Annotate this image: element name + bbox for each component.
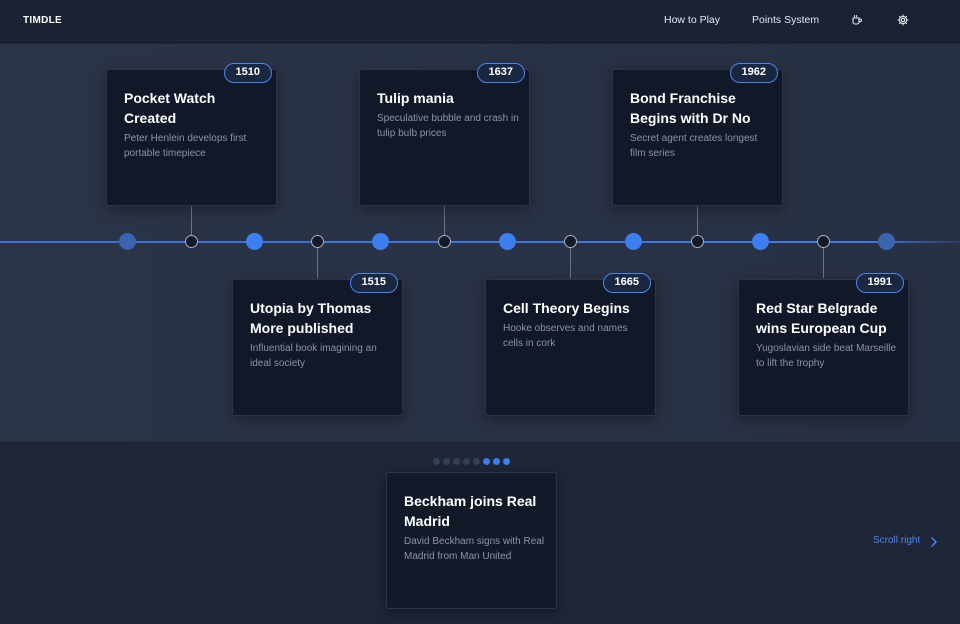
event-card[interactable]: 1510 Pocket Watch Created Peter Henlein …	[106, 63, 277, 206]
scroll-right-button[interactable]: Scroll right	[873, 535, 921, 546]
card-title: Red Star Belgrade wins European Cup	[756, 300, 887, 336]
timeline-marker	[311, 235, 324, 248]
card-connector	[570, 243, 571, 278]
top-bar: TIMDLE How to Play Points System	[0, 0, 960, 43]
drop-slot[interactable]	[372, 233, 389, 250]
year-badge: 1515	[349, 273, 398, 293]
card-description: Peter Henlein develops first portable ti…	[124, 133, 247, 159]
card-title: Pocket Watch Created	[124, 90, 216, 126]
timeline-marker	[564, 235, 577, 248]
card-connector	[191, 205, 192, 241]
drop-slot[interactable]	[499, 233, 516, 250]
pager-dot-active[interactable]	[483, 458, 490, 465]
pager-dot[interactable]	[443, 458, 450, 465]
year-badge: 1991	[855, 273, 904, 293]
card-description: Yugoslavian side beat Marseille to lift …	[756, 343, 897, 369]
card-title: Utopia by Thomas More published	[250, 300, 372, 336]
card-connector	[317, 243, 318, 278]
card-connector	[823, 243, 824, 278]
card-description: Secret agent creates longest film series	[630, 133, 758, 159]
drop-slot[interactable]	[119, 233, 136, 250]
event-card[interactable]: 1515 Utopia by Thomas More published Inf…	[232, 273, 403, 416]
chevron-right-icon[interactable]	[930, 535, 938, 547]
year-badge: 1637	[476, 63, 525, 83]
how-to-play-link[interactable]: How to Play	[664, 14, 721, 26]
event-card[interactable]: 1665 Cell Theory Begins Hooke observes a…	[485, 273, 656, 416]
coffee-icon[interactable]	[851, 14, 863, 26]
pager-dot-active[interactable]	[503, 458, 510, 465]
timeline-marker	[438, 235, 451, 248]
year-badge: 1962	[729, 63, 778, 83]
pager-dot[interactable]	[463, 458, 470, 465]
year-badge: 1510	[223, 63, 272, 83]
timeline-marker	[817, 235, 830, 248]
event-card[interactable]: 1991 Red Star Belgrade wins European Cup…	[738, 273, 909, 416]
pager-dot[interactable]	[453, 458, 460, 465]
drop-slot[interactable]	[625, 233, 642, 250]
points-system-link[interactable]: Points System	[752, 14, 820, 26]
drop-slot[interactable]	[752, 233, 769, 250]
drop-slot[interactable]	[246, 233, 263, 250]
event-card[interactable]: 1962 Bond Franchise Begins with Dr No Se…	[612, 63, 783, 206]
settings-icon[interactable]	[897, 14, 909, 26]
card-description: Speculative bubble and crash in tulip bu…	[377, 113, 519, 139]
timeline-marker	[691, 235, 704, 248]
card-connector	[697, 205, 698, 241]
card-title: Beckham joins Real Madrid	[404, 493, 537, 529]
event-card[interactable]: 1637 Tulip mania Speculative bubble and …	[359, 63, 530, 206]
timeline-marker	[185, 235, 198, 248]
card-description: Hooke observes and names cells in cork	[503, 323, 628, 349]
pager-dot[interactable]	[433, 458, 440, 465]
card-title: Tulip mania	[377, 90, 454, 106]
pager-dot[interactable]	[473, 458, 480, 465]
card-description: David Beckham signs with Real Madrid fro…	[404, 536, 545, 562]
current-event-card[interactable]: Beckham joins Real Madrid David Beckham …	[386, 472, 557, 609]
year-badge: 1665	[602, 273, 651, 293]
drop-slot[interactable]	[878, 233, 895, 250]
card-description: Influential book imagining an ideal soci…	[250, 343, 377, 369]
card-title: Bond Franchise Begins with Dr No	[630, 90, 751, 126]
card-connector	[444, 205, 445, 241]
app-logo[interactable]: TIMDLE	[23, 15, 63, 26]
pager-dot-active[interactable]	[493, 458, 500, 465]
timeline-line	[0, 241, 960, 243]
card-title: Cell Theory Begins	[503, 300, 630, 316]
